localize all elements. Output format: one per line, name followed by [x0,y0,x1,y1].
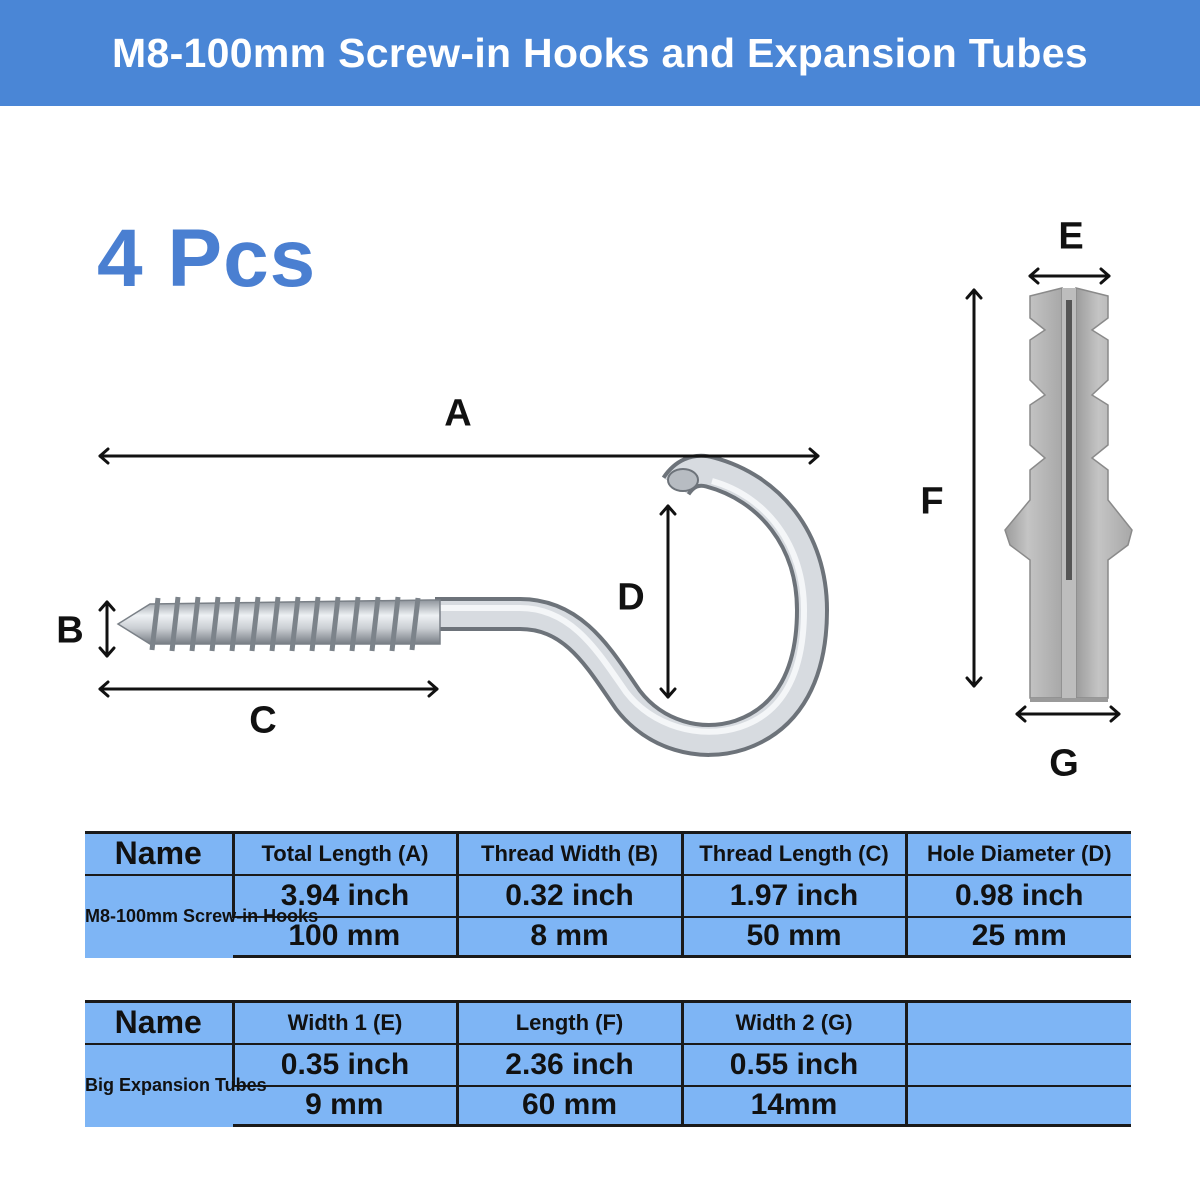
dimension-label-e: E [1058,215,1084,258]
expansion-tube-image [1004,287,1133,702]
cell-total-length-mm: 100 mm [233,916,457,958]
name-header: Name [114,1004,202,1041]
dimension-label-c: C [249,699,277,742]
cell-width-2-inch: 0.55 inch [680,1043,906,1086]
dimension-arrows [98,267,1121,723]
hooks-spec-table: Name Total Length (A) Thread Width (B) T… [85,831,1131,958]
screw-hook-image [116,453,830,757]
header-thread-width: Thread Width (B) [455,832,682,875]
name-header: Name [114,835,202,872]
header-empty [904,1001,1131,1044]
quantity-label: 4 Pcs [97,213,317,304]
cell-total-length-inch: 3.94 inch [231,874,457,917]
cell-empty [904,1085,1131,1127]
dimension-label-b: B [56,609,84,652]
dimension-label-g: G [1049,742,1079,785]
title-banner: M8-100mm Screw-in Hooks and Expansion Tu… [0,0,1200,106]
tubes-spec-table: Name Width 1 (E) Length (F) Width 2 (G) … [85,1000,1131,1127]
table-header-row: Name Total Length (A) Thread Width (B) T… [85,832,1131,875]
cell-length-mm: 60 mm [455,1085,682,1127]
row-name-hooks: M8-100mm Screw-in Hooks [85,906,319,926]
header-width-1: Width 1 (E) [231,1001,457,1044]
header-hole-diameter: Hole Diameter (D) [904,832,1131,875]
cell-thread-length-mm: 50 mm [680,916,906,958]
cell-width-1-inch: 0.35 inch [231,1043,457,1086]
header-total-length: Total Length (A) [231,832,457,875]
row-name-tubes: Big Expansion Tubes [85,1075,267,1095]
cell-thread-length-inch: 1.97 inch [680,874,906,917]
dimension-label-a: A [444,392,472,435]
cell-width-1-mm: 9 mm [233,1085,457,1127]
header-width-2: Width 2 (G) [680,1001,906,1044]
cell-empty [904,1043,1131,1086]
cell-hole-diameter-inch: 0.98 inch [904,874,1131,917]
header-thread-length: Thread Length (C) [680,832,906,875]
table-row: 100 mm 8 mm 50 mm 25 mm [85,916,1131,958]
table-row: 9 mm 60 mm 14mm [85,1085,1131,1127]
dimension-label-f: F [920,480,944,523]
cell-thread-width-inch: 0.32 inch [455,874,682,917]
table-header-row: Name Width 1 (E) Length (F) Width 2 (G) [85,1001,1131,1044]
dimension-label-d: D [617,576,645,619]
cell-thread-width-mm: 8 mm [455,916,682,958]
header-length: Length (F) [455,1001,682,1044]
table-row: Big Expansion Tubes 0.35 inch 2.36 inch … [85,1043,1131,1095]
cell-width-2-mm: 14mm [680,1085,906,1127]
cell-hole-diameter-mm: 25 mm [904,916,1131,958]
page-title: M8-100mm Screw-in Hooks and Expansion Tu… [112,29,1088,76]
cell-length-inch: 2.36 inch [455,1043,682,1086]
table-row: M8-100mm Screw-in Hooks 3.94 inch 0.32 i… [85,874,1131,926]
product-illustration [98,267,1133,757]
